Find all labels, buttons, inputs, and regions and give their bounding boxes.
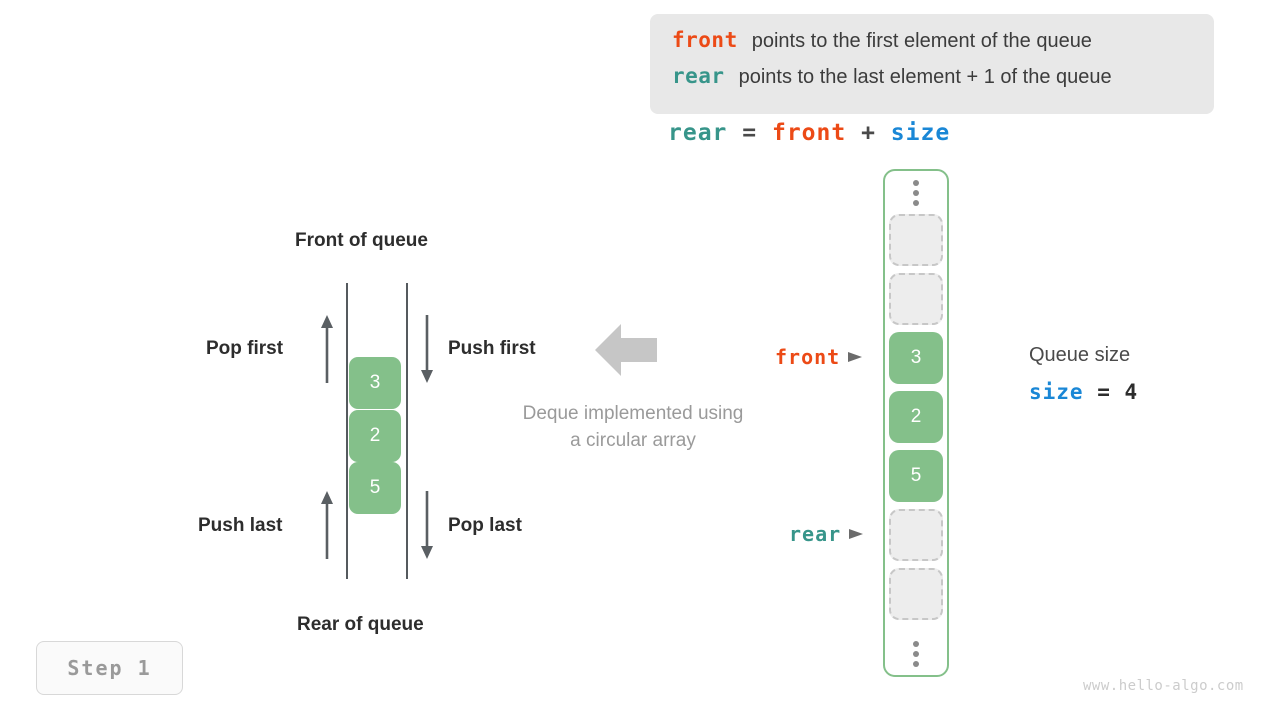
legend-box: front points to the first element of the… <box>650 14 1214 114</box>
queue-size-label: Queue size <box>1029 344 1131 366</box>
front-pointer: front <box>775 345 864 369</box>
rear-of-queue-label: Rear of queue <box>297 614 424 635</box>
pointer-arrow-icon <box>849 529 864 539</box>
ellipsis-icon-top <box>889 171 943 215</box>
pointer-arrow-icon <box>848 352 863 362</box>
size-variable: size <box>1029 380 1084 404</box>
rear-description: points to the last element + 1 of the qu… <box>738 66 1112 88</box>
size-value: 4 <box>1124 380 1139 404</box>
push-first-label: Push first <box>448 338 536 359</box>
deque-rail-right <box>406 283 408 579</box>
array-slot <box>889 509 943 561</box>
push-last-label: Push last <box>198 515 283 536</box>
front-pointer-label: front <box>775 345 841 369</box>
step-badge: Step 1 <box>36 641 183 695</box>
deque-rail-left <box>346 283 348 579</box>
array-slot: 5 <box>889 450 943 502</box>
array-slot: 2 <box>889 391 943 443</box>
arrow-down-icon <box>421 315 433 383</box>
deque-cell: 3 <box>349 357 401 409</box>
deque-caption-line1: Deque implemented using <box>522 403 744 424</box>
formula-rear: rear <box>668 120 728 146</box>
rear-pointer: rear <box>789 522 865 546</box>
size-equals: = <box>1097 380 1111 404</box>
front-description: points to the first element of the queue <box>751 30 1092 52</box>
arrow-left-icon <box>595 324 657 376</box>
rear-keyword: rear <box>672 64 725 88</box>
front-of-queue-label: Front of queue <box>295 230 428 251</box>
deque-caption-line2: a circular array <box>570 430 696 451</box>
arrow-up-icon <box>321 315 333 383</box>
arrow-down-icon <box>421 491 433 559</box>
deque-caption: Deque implemented using a circular array <box>492 400 774 454</box>
deque-cell: 2 <box>349 410 401 462</box>
array-slot <box>889 568 943 620</box>
formula-plus: + <box>861 120 876 146</box>
formula-size: size <box>890 120 951 146</box>
ellipsis-icon-bottom <box>889 632 943 676</box>
rear-pointer-label: rear <box>789 522 842 546</box>
deque-cell: 5 <box>349 462 401 514</box>
array-slot: 3 <box>889 332 943 384</box>
pop-last-label: Pop last <box>448 515 522 536</box>
pop-first-label: Pop first <box>206 338 284 359</box>
formula-front: front <box>771 120 847 146</box>
legend-line-front: front points to the first element of the… <box>672 28 1192 64</box>
formula-equals: = <box>742 120 758 146</box>
arrow-up-icon <box>321 491 333 559</box>
watermark: www.hello-algo.com <box>1083 678 1244 694</box>
legend-line-rear: rear points to the last element + 1 of t… <box>672 64 1192 100</box>
array-slot <box>889 273 943 325</box>
array-slot <box>889 214 943 266</box>
size-expression: size = 4 <box>1029 380 1138 404</box>
front-keyword: front <box>672 28 738 52</box>
rear-formula: rear = front + size <box>668 120 950 146</box>
